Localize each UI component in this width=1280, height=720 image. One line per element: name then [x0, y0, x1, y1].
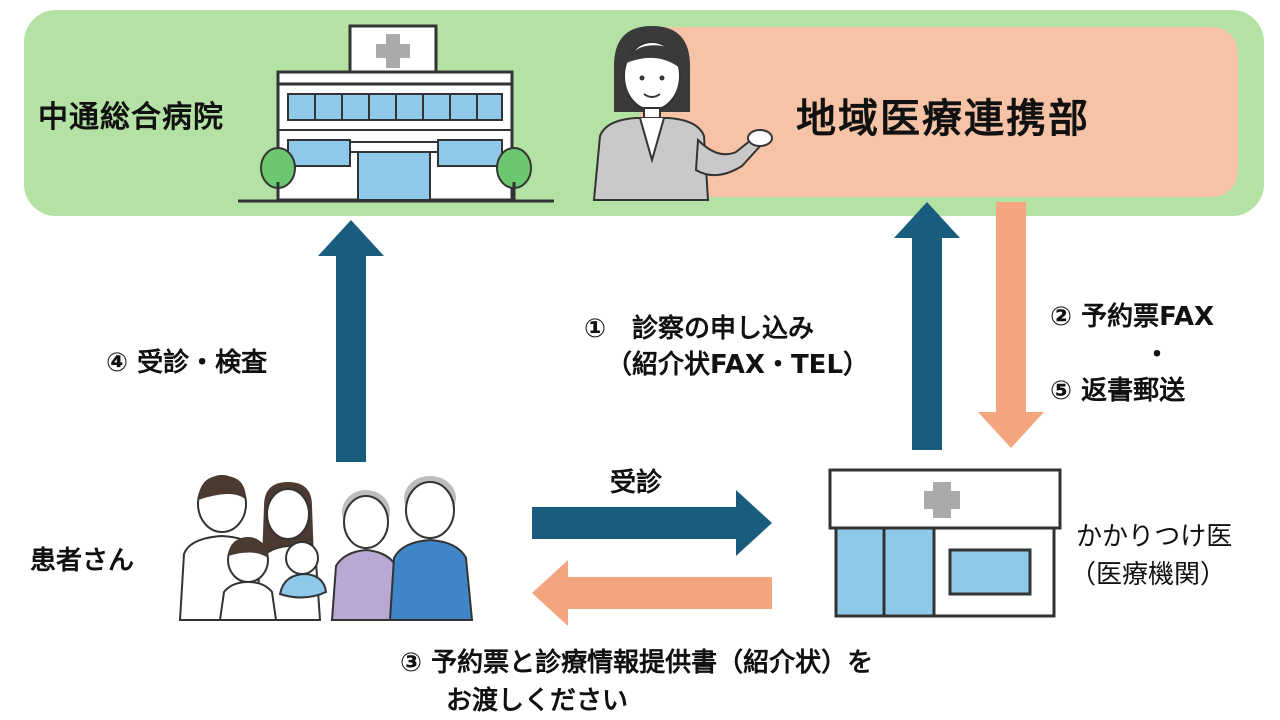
arrow-reservation-reply [978, 202, 1044, 448]
arrow-consultation [532, 490, 772, 556]
arrow-handover [532, 560, 772, 626]
step1-label-line1: ① 診察の申し込み [584, 314, 815, 344]
consultation-label: 受診 [610, 468, 663, 498]
step3-label-line2: お渡しください [446, 686, 629, 716]
clinic-building-icon [828, 468, 1062, 618]
staff-woman-icon [592, 26, 773, 201]
department-name: 地域医療連携部 [796, 96, 1090, 142]
step4-label: ④ 受診・検査 [106, 348, 268, 378]
clinic-label-line2: （医療機関） [1070, 560, 1227, 590]
clinic-label-line1: かかりつけ医 [1076, 522, 1233, 552]
step5-label: ⑤ 返書郵送 [1050, 376, 1186, 406]
step2-label: ② 予約票FAX [1050, 302, 1215, 332]
arrow-visit-exam [318, 220, 384, 462]
arrow-application [894, 202, 960, 450]
department-box [640, 27, 1238, 197]
patients-label: 患者さん [30, 546, 135, 576]
hospital-building-icon [238, 24, 554, 203]
step1-label-line2: （紹介状FAX・TEL） [606, 350, 870, 380]
hospital-name: 中通総合病院 [38, 100, 224, 135]
step2-5-separator: ・ [1144, 340, 1171, 370]
family-icon [178, 475, 474, 621]
step3-label-line1: ③ 予約票と診療情報提供書（紹介状）を [400, 648, 874, 678]
